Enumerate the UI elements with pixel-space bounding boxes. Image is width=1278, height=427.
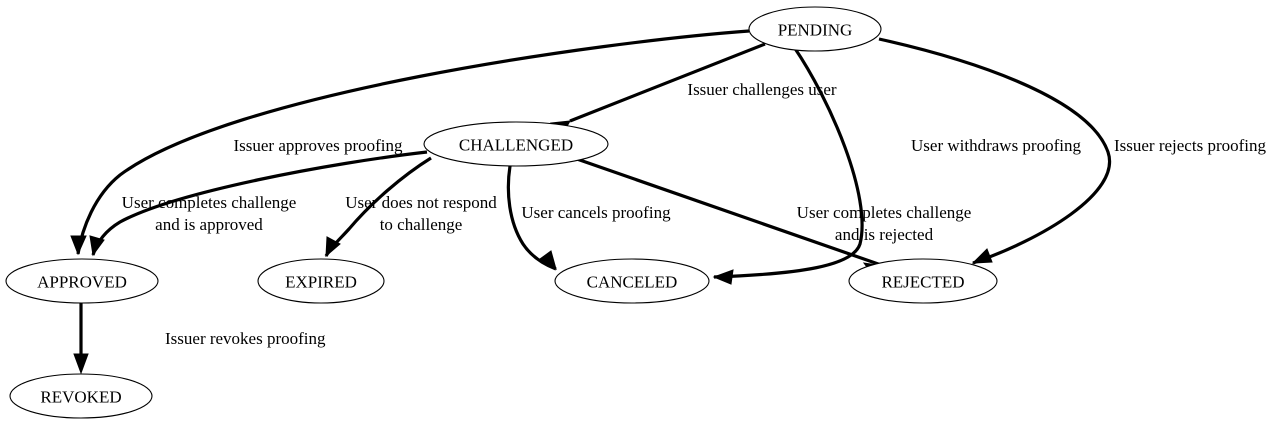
node-ellipse	[9, 373, 153, 419]
edge-line	[713, 46, 864, 279]
edge-line	[569, 42, 766, 123]
edge-challenged-approved	[89, 150, 428, 257]
edge-label-challenged-canceled: User cancels proofing	[521, 203, 671, 222]
node-label: PENDING	[778, 21, 853, 40]
state-node-pending[interactable]: PENDING	[748, 6, 882, 52]
state-node-canceled[interactable]: CANCELED	[554, 258, 710, 304]
edge-label-pending-rejected: Issuer rejects proofing	[1114, 136, 1267, 155]
edge-pending-rejected	[878, 37, 1112, 265]
edge-label-approved-revoked: Issuer revokes proofing	[165, 329, 326, 348]
edge-approved-revoked	[73, 303, 89, 375]
node-ellipse	[5, 258, 159, 304]
node-ellipse	[848, 258, 998, 304]
arrowhead-icon	[971, 248, 993, 264]
node-label: CANCELED	[587, 273, 678, 292]
node-label: REJECTED	[881, 273, 964, 292]
node-label: CHALLENGED	[459, 136, 573, 155]
edge-pending-canceled	[712, 46, 864, 285]
nodes-layer: PENDING CHALLENGED APPROVED EXPIRED CANCELED…	[5, 6, 998, 419]
edge-line	[573, 156, 885, 268]
node-label: REVOKED	[40, 388, 121, 407]
edge-label-pending-canceled: User withdraws proofing	[911, 136, 1081, 155]
node-label: APPROVED	[37, 273, 127, 292]
edge-challenged-canceled	[506, 165, 557, 271]
node-ellipse	[554, 258, 710, 304]
edge-label-pending-challenged: Issuer challenges user	[687, 80, 837, 99]
arrowhead-icon	[325, 236, 341, 258]
arrowhead-icon	[70, 235, 87, 256]
edge-line	[76, 29, 750, 255]
edge-line	[91, 150, 428, 256]
node-ellipse	[423, 121, 609, 167]
node-ellipse	[748, 6, 882, 52]
edge-challenged-expired	[324, 156, 432, 258]
node-label: EXPIRED	[285, 273, 357, 292]
edges-layer	[70, 29, 1112, 375]
state-node-expired[interactable]: EXPIRED	[257, 258, 385, 304]
arrowhead-icon	[73, 353, 89, 375]
arrowhead-icon	[89, 235, 105, 257]
state-node-revoked[interactable]: REVOKED	[9, 373, 153, 419]
state-node-rejected[interactable]: REJECTED	[848, 258, 998, 304]
state-node-challenged[interactable]: CHALLENGED	[423, 121, 609, 167]
state-node-approved[interactable]: APPROVED	[5, 258, 159, 304]
edge-pending-approved	[70, 29, 750, 256]
arrowhead-icon	[539, 250, 557, 271]
arrowhead-icon	[712, 269, 734, 285]
edge-label-pending-approved: Issuer approves proofing	[233, 136, 403, 155]
edge-line	[878, 37, 1112, 265]
node-ellipse	[257, 258, 385, 304]
edge-line	[506, 165, 557, 271]
